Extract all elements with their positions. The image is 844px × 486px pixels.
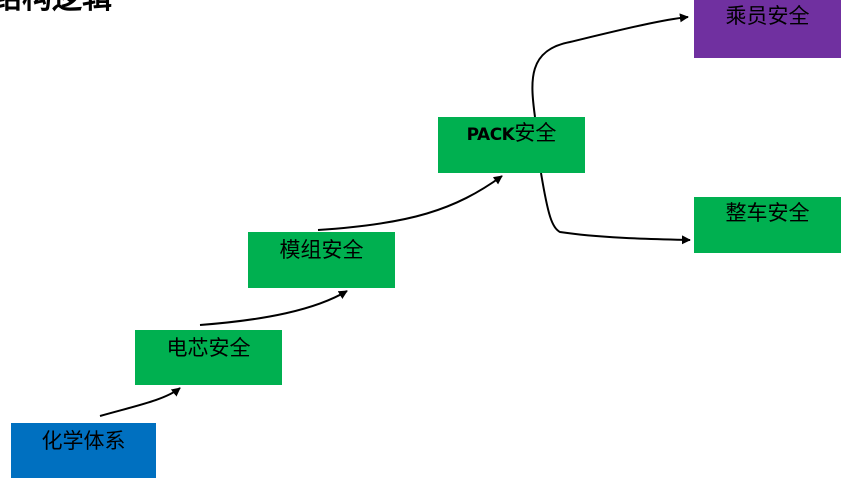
node-chemistry-system: 化学体系: [11, 423, 156, 478]
node-vehicle-label: 整车安全: [725, 201, 810, 225]
node-occupant-label: 乘员安全: [725, 4, 810, 28]
node-pack-label-cjk: 安全: [514, 121, 557, 145]
node-chemistry-label: 化学体系: [41, 429, 126, 453]
node-vehicle-safety: 整车安全: [694, 197, 841, 253]
title-fragment: 结构逻辑: [0, 0, 112, 14]
node-occupant-safety: 乘员安全: [694, 0, 841, 58]
arrow-cell-to-module: [199, 290, 348, 326]
node-pack-safety: PACK安全: [438, 117, 585, 173]
arrow-chemistry-to-cell: [99, 387, 181, 417]
arrow-pack-to-occupant: [531, 13, 689, 118]
node-module-label: 模组安全: [279, 238, 364, 262]
node-pack-label-latin: PACK: [466, 125, 515, 145]
arrow-pack-to-vehicle: [540, 172, 691, 245]
arrow-module-to-pack: [317, 175, 503, 231]
node-module-safety: 模组安全: [248, 232, 395, 288]
node-cell-safety: 电芯安全: [135, 330, 282, 385]
node-cell-label: 电芯安全: [166, 336, 251, 360]
